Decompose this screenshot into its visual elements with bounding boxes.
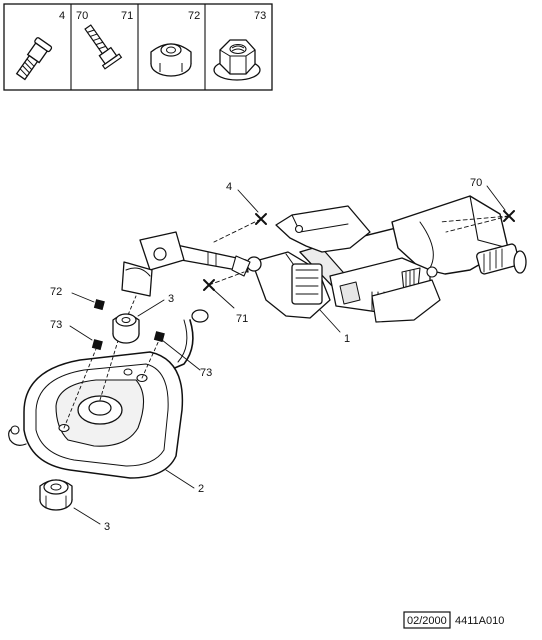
legend-number-70: 70 [76,10,88,22]
round-nut-icon [150,43,192,77]
callout-1: 1 [344,333,350,345]
footer-date: 02/2000 [407,615,447,627]
callout-73-left: 73 [50,319,62,331]
callout-3-upper: 3 [168,293,174,305]
flange-bolt-icon [84,24,123,70]
parts-legend: 4 70 71 72 73 [3,3,273,91]
flange-hex-nut-icon [213,39,261,81]
legend-number-73: 73 [254,10,266,22]
callout-73-right: 73 [200,367,212,379]
callout-71: 71 [236,313,248,325]
steering-column-drawing [8,185,527,525]
bush-lower [39,479,73,511]
footer-reference: 4411A010 [455,615,504,627]
callout-70: 70 [470,177,482,189]
callout-4: 4 [226,181,232,193]
bush-upper [112,313,140,344]
legend-number-4: 4 [59,10,65,22]
footer: 02/2000 4411A010 [403,611,504,629]
shoulder-bolt-icon [15,37,53,81]
legend-number-72: 72 [188,10,200,22]
callout-72: 72 [50,286,62,298]
callout-2: 2 [198,483,204,495]
callouts: 4 70 72 3 71 1 73 73 2 3 [50,177,482,533]
callout-3-lower: 3 [104,521,110,533]
legend-number-71: 71 [121,10,133,22]
